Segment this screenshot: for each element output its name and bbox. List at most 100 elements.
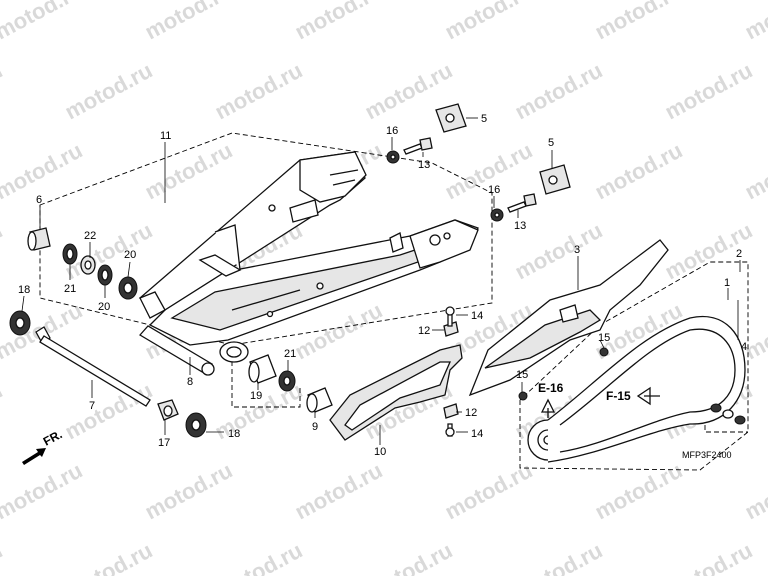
watermark-text: motod.ru	[141, 138, 237, 205]
bearing-21-lower	[278, 370, 296, 392]
swingarm	[138, 151, 479, 363]
watermark-text: motod.ru	[361, 538, 457, 576]
callout-5-lower: 5	[548, 137, 554, 149]
callout-21-lower: 21	[284, 348, 296, 360]
swingarm-bushing-bracket	[231, 345, 301, 408]
callout-22: 22	[84, 230, 96, 242]
watermark-text: motod.ru	[741, 138, 768, 205]
adjuster-plate-5b	[539, 164, 571, 195]
nut-16b	[490, 208, 504, 222]
master-link-4	[710, 403, 746, 425]
watermark-text: motod.ru	[511, 538, 607, 576]
callout-14-lower: 14	[471, 428, 483, 440]
watermark-text: motod.ru	[0, 378, 7, 445]
nut-16a	[386, 150, 400, 164]
bushing-6	[27, 227, 51, 251]
watermark-text: motod.ru	[591, 0, 687, 44]
collar-19	[248, 354, 277, 384]
watermark-text: motod.ru	[741, 458, 768, 525]
bearing-18-right	[185, 412, 207, 438]
callout-21-upper: 21	[64, 283, 76, 295]
watermark-text: motod.ru	[0, 58, 7, 125]
watermark-text: motod.ru	[141, 458, 237, 525]
callout-15-lower: 15	[516, 369, 528, 381]
front-label: FR.	[41, 427, 65, 448]
callout-18-right: 18	[228, 428, 240, 440]
callout-8: 8	[187, 376, 193, 388]
ref-arrow-e16	[540, 398, 556, 418]
ref-arrow-f15	[636, 386, 660, 406]
pivot-bolt-7	[35, 326, 151, 407]
callout-16-lower: 16	[488, 184, 500, 196]
callout-15-upper: 15	[598, 332, 610, 344]
watermark-text: motod.ru	[441, 458, 537, 525]
watermark-text: motod.ru	[141, 0, 237, 44]
watermark-text: motod.ru	[441, 0, 537, 44]
watermark-text: motod.ru	[0, 138, 87, 205]
bolt-13b	[507, 193, 537, 213]
callout-labels: 11 6 22 20 21 20 18 7 8 19 21 9 17 18 10…	[18, 113, 747, 458]
chain-group-outline	[519, 261, 749, 471]
watermark-text: motod.ru	[661, 58, 757, 125]
callout-14-upper: 14	[471, 310, 483, 322]
callout-9: 9	[312, 421, 318, 433]
watermark-text: motod.ru	[0, 0, 87, 44]
callout-17: 17	[158, 437, 170, 449]
callout-19: 19	[250, 390, 262, 402]
leader-lines	[21, 117, 741, 445]
slider-bolts	[443, 306, 459, 437]
chain-slider-10	[329, 344, 463, 441]
callout-6: 6	[36, 194, 42, 206]
watermark-text: motod.ru	[591, 138, 687, 205]
callout-13-lower: 13	[514, 220, 526, 232]
watermark-text: motod.ru	[661, 538, 757, 576]
ref-label-f15[interactable]: F-15	[606, 389, 631, 403]
callout-20-lower: 20	[98, 301, 110, 313]
pivot-bearings	[62, 243, 138, 300]
watermark-text: motod.ru	[0, 538, 7, 576]
callout-10: 10	[374, 446, 386, 458]
callout-16-upper: 16	[386, 125, 398, 137]
callout-12-upper: 12	[418, 325, 430, 337]
watermark-text: motod.ru	[661, 218, 757, 285]
watermark-text: motod.ru	[0, 218, 7, 285]
watermark-text: motod.ru	[61, 538, 157, 576]
diagram-code: MFP3F2400	[682, 450, 732, 460]
watermark-text: motod.ru	[291, 0, 387, 44]
callout-4: 4	[741, 341, 747, 353]
callout-12-lower: 12	[465, 407, 477, 419]
watermark-text: motod.ru	[211, 58, 307, 125]
watermark-text: motod.ru	[0, 458, 87, 525]
watermark-text: motod.ru	[61, 378, 157, 445]
watermark-text: motod.ru	[211, 538, 307, 576]
callout-11: 11	[160, 130, 171, 142]
chain-link-bracket	[704, 385, 748, 433]
nut-17	[157, 399, 179, 421]
callout-5-upper: 5	[481, 113, 487, 125]
watermark-text: motod.ru	[511, 58, 607, 125]
callout-3: 3	[574, 244, 580, 256]
callout-7: 7	[89, 400, 95, 412]
bolt-15b	[518, 391, 528, 401]
callout-20-upper: 20	[124, 249, 136, 261]
bolt-15a	[599, 347, 609, 357]
watermark-text: motod.ru	[591, 458, 687, 525]
chain-case-3	[468, 239, 669, 397]
callout-1: 1	[724, 277, 730, 289]
callout-13-upper: 13	[418, 159, 430, 171]
watermark-text: motod.ru	[61, 58, 157, 125]
adjuster-plate-5a	[435, 103, 467, 133]
watermark-text: motod.ru	[291, 458, 387, 525]
watermark-text: motod.ru	[741, 0, 768, 44]
swingarm-group-outline	[39, 132, 493, 346]
collar-9	[306, 387, 333, 413]
ref-label-e16[interactable]: E-16	[538, 381, 564, 395]
bearing-18-left	[9, 310, 31, 336]
callout-18-left: 18	[18, 284, 30, 296]
bolt-13a	[403, 137, 433, 155]
pivot-tube-8	[138, 325, 215, 376]
callout-2: 2	[736, 248, 742, 260]
